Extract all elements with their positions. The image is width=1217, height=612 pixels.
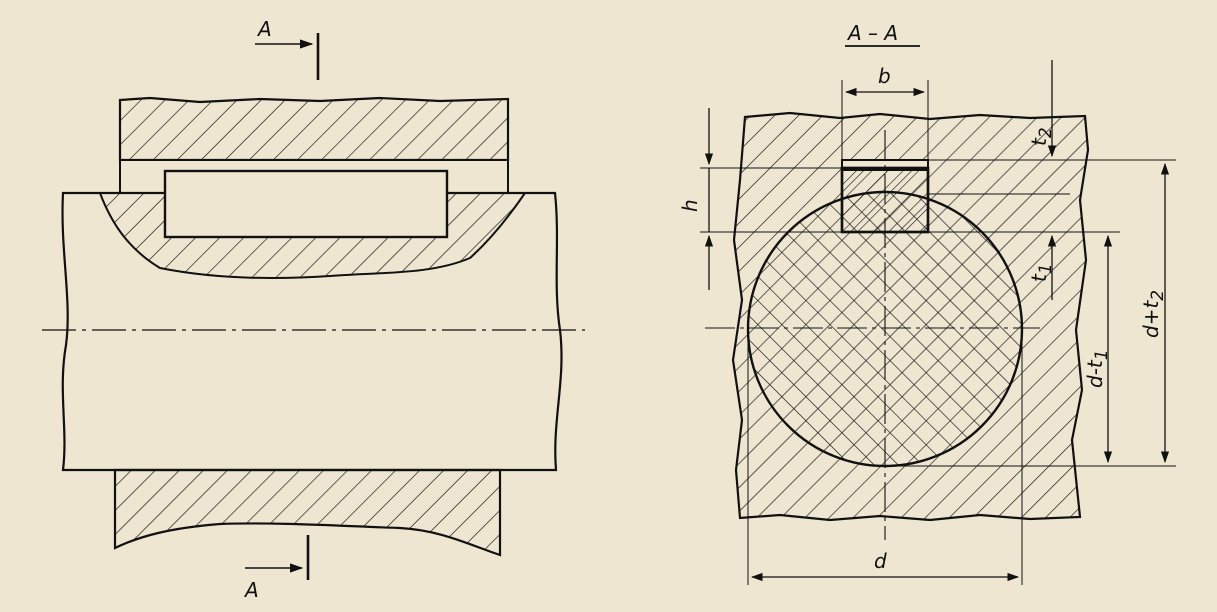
hub-bottom-section [113, 468, 502, 557]
section-mark-bottom: A [243, 535, 310, 602]
cross-section-view: A – A b h [678, 21, 1176, 585]
dimension-d-plus-t2: d+t2 [1070, 159, 1176, 467]
dimension-t1-label: t1 [1027, 263, 1056, 282]
section-letter-bottom: A [243, 578, 259, 602]
dimension-h-label: h [678, 199, 702, 212]
dimension-b-label: b [878, 64, 891, 88]
section-letter-top: A [256, 17, 272, 41]
dimension-d-plus-t2-label: d+t2 [1139, 290, 1168, 338]
dimension-d-minus-t1-label: d-t1 [1083, 349, 1112, 388]
dimension-d: d [747, 329, 1023, 585]
dimension-d-label: d [874, 549, 887, 573]
section-title: A – A [846, 21, 898, 45]
key [163, 169, 449, 239]
longitudinal-view: A A [42, 17, 585, 602]
dimension-b: b [841, 64, 929, 168]
dimension-t2-label: t2 [1027, 127, 1056, 146]
hub-top-section [118, 96, 510, 162]
dimension-t1: t1 [928, 231, 1120, 300]
dimension-h: h [678, 108, 842, 290]
dimension-d-minus-t1: d-t1 [885, 234, 1120, 467]
section-mark-top: A [255, 17, 320, 80]
dimension-t2: t2 [928, 60, 1070, 195]
